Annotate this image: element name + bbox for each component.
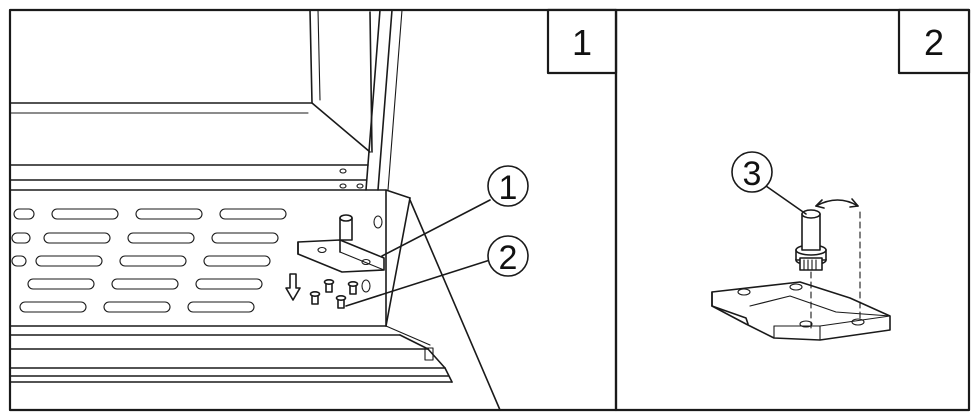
screw [309,290,321,305]
callout-3-leader [765,185,807,215]
panel-1: 1 2 1 [8,8,618,412]
screw [335,294,347,309]
callout-2: 2 [487,235,529,277]
hinge-bracket [297,214,385,273]
callout-2-leader [345,259,491,307]
cabinet-base [9,199,501,411]
callout-1: 1 [487,165,529,207]
panel-1-number-box: 1 [546,8,618,75]
callout-3: 3 [731,151,773,193]
vent-grille-plate [9,189,411,327]
panel-1-number: 1 [572,22,592,63]
panel-2-number-box: 2 [897,8,971,75]
callout-2-number: 2 [499,239,518,277]
cabinet-upper-frame [9,9,403,191]
callout-1-leader [381,199,491,257]
screws [309,278,359,309]
screw [347,280,359,295]
callout-1-number: 1 [499,169,518,207]
callout-3-number: 3 [743,155,762,193]
hinge-pin-bracket [711,198,891,341]
down-arrow-icon [285,273,301,301]
panel-2: 3 2 [614,8,971,412]
panel-2-number: 2 [924,22,944,63]
screw [323,278,335,293]
panel-2-frame [614,8,971,412]
panel-1-frame [8,8,618,412]
